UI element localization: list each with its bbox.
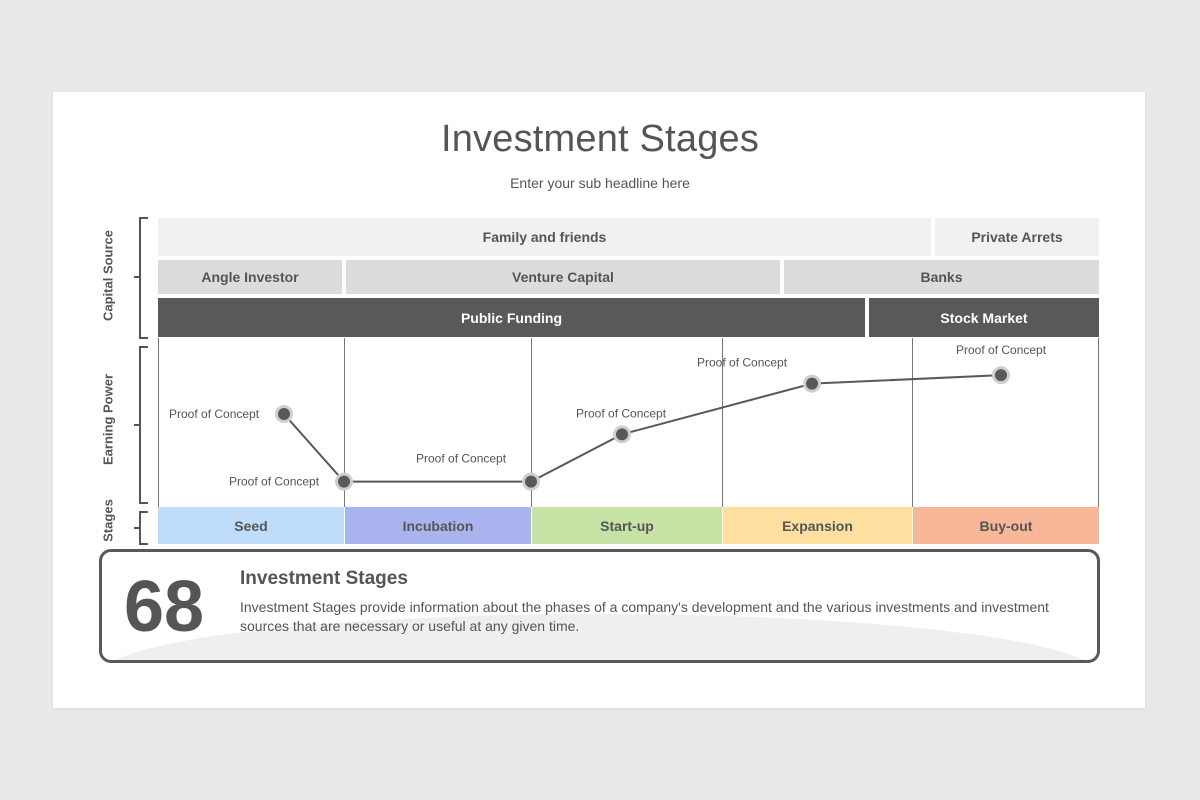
earning-power-plot bbox=[158, 338, 1099, 507]
earning-power-label: Earning Power bbox=[100, 373, 116, 466]
capital-banks: Banks bbox=[784, 260, 1099, 294]
earning-power-bracket bbox=[134, 346, 148, 504]
stages-bracket bbox=[134, 511, 148, 545]
stage-incubation: Incubation bbox=[345, 507, 532, 544]
capital-source-label: Capital Source bbox=[100, 229, 116, 322]
capital-stock-market: Stock Market bbox=[869, 298, 1099, 337]
stage-seed: Seed bbox=[158, 507, 345, 544]
capital-public-funding: Public Funding bbox=[158, 298, 865, 337]
stage-divider bbox=[912, 338, 913, 507]
info-heading: Investment Stages bbox=[240, 568, 408, 589]
stage-start-up: Start-up bbox=[532, 507, 723, 544]
info-number: 68 bbox=[124, 567, 205, 647]
stage-expansion: Expansion bbox=[723, 507, 913, 544]
capital-private-arrets: Private Arrets bbox=[935, 218, 1099, 256]
capital-family-and-friends: Family and friends bbox=[158, 218, 931, 256]
stage-divider bbox=[722, 338, 723, 507]
capital-angle-investor: Angle Investor bbox=[158, 260, 342, 294]
info-box: 68 Investment Stages Investment Stages p… bbox=[99, 549, 1100, 663]
stage-divider bbox=[344, 338, 345, 507]
info-text: Investment Stages provide information ab… bbox=[240, 599, 1049, 634]
page-subtitle: Enter your sub headline here bbox=[510, 175, 690, 191]
page-title: Investment Stages bbox=[440, 118, 760, 160]
stage-buy-out: Buy-out bbox=[913, 507, 1099, 544]
capital-source-bracket bbox=[134, 217, 148, 339]
stages-label: Stages bbox=[100, 499, 116, 542]
stage-divider bbox=[531, 338, 532, 507]
capital-venture-capital: Venture Capital bbox=[346, 260, 780, 294]
